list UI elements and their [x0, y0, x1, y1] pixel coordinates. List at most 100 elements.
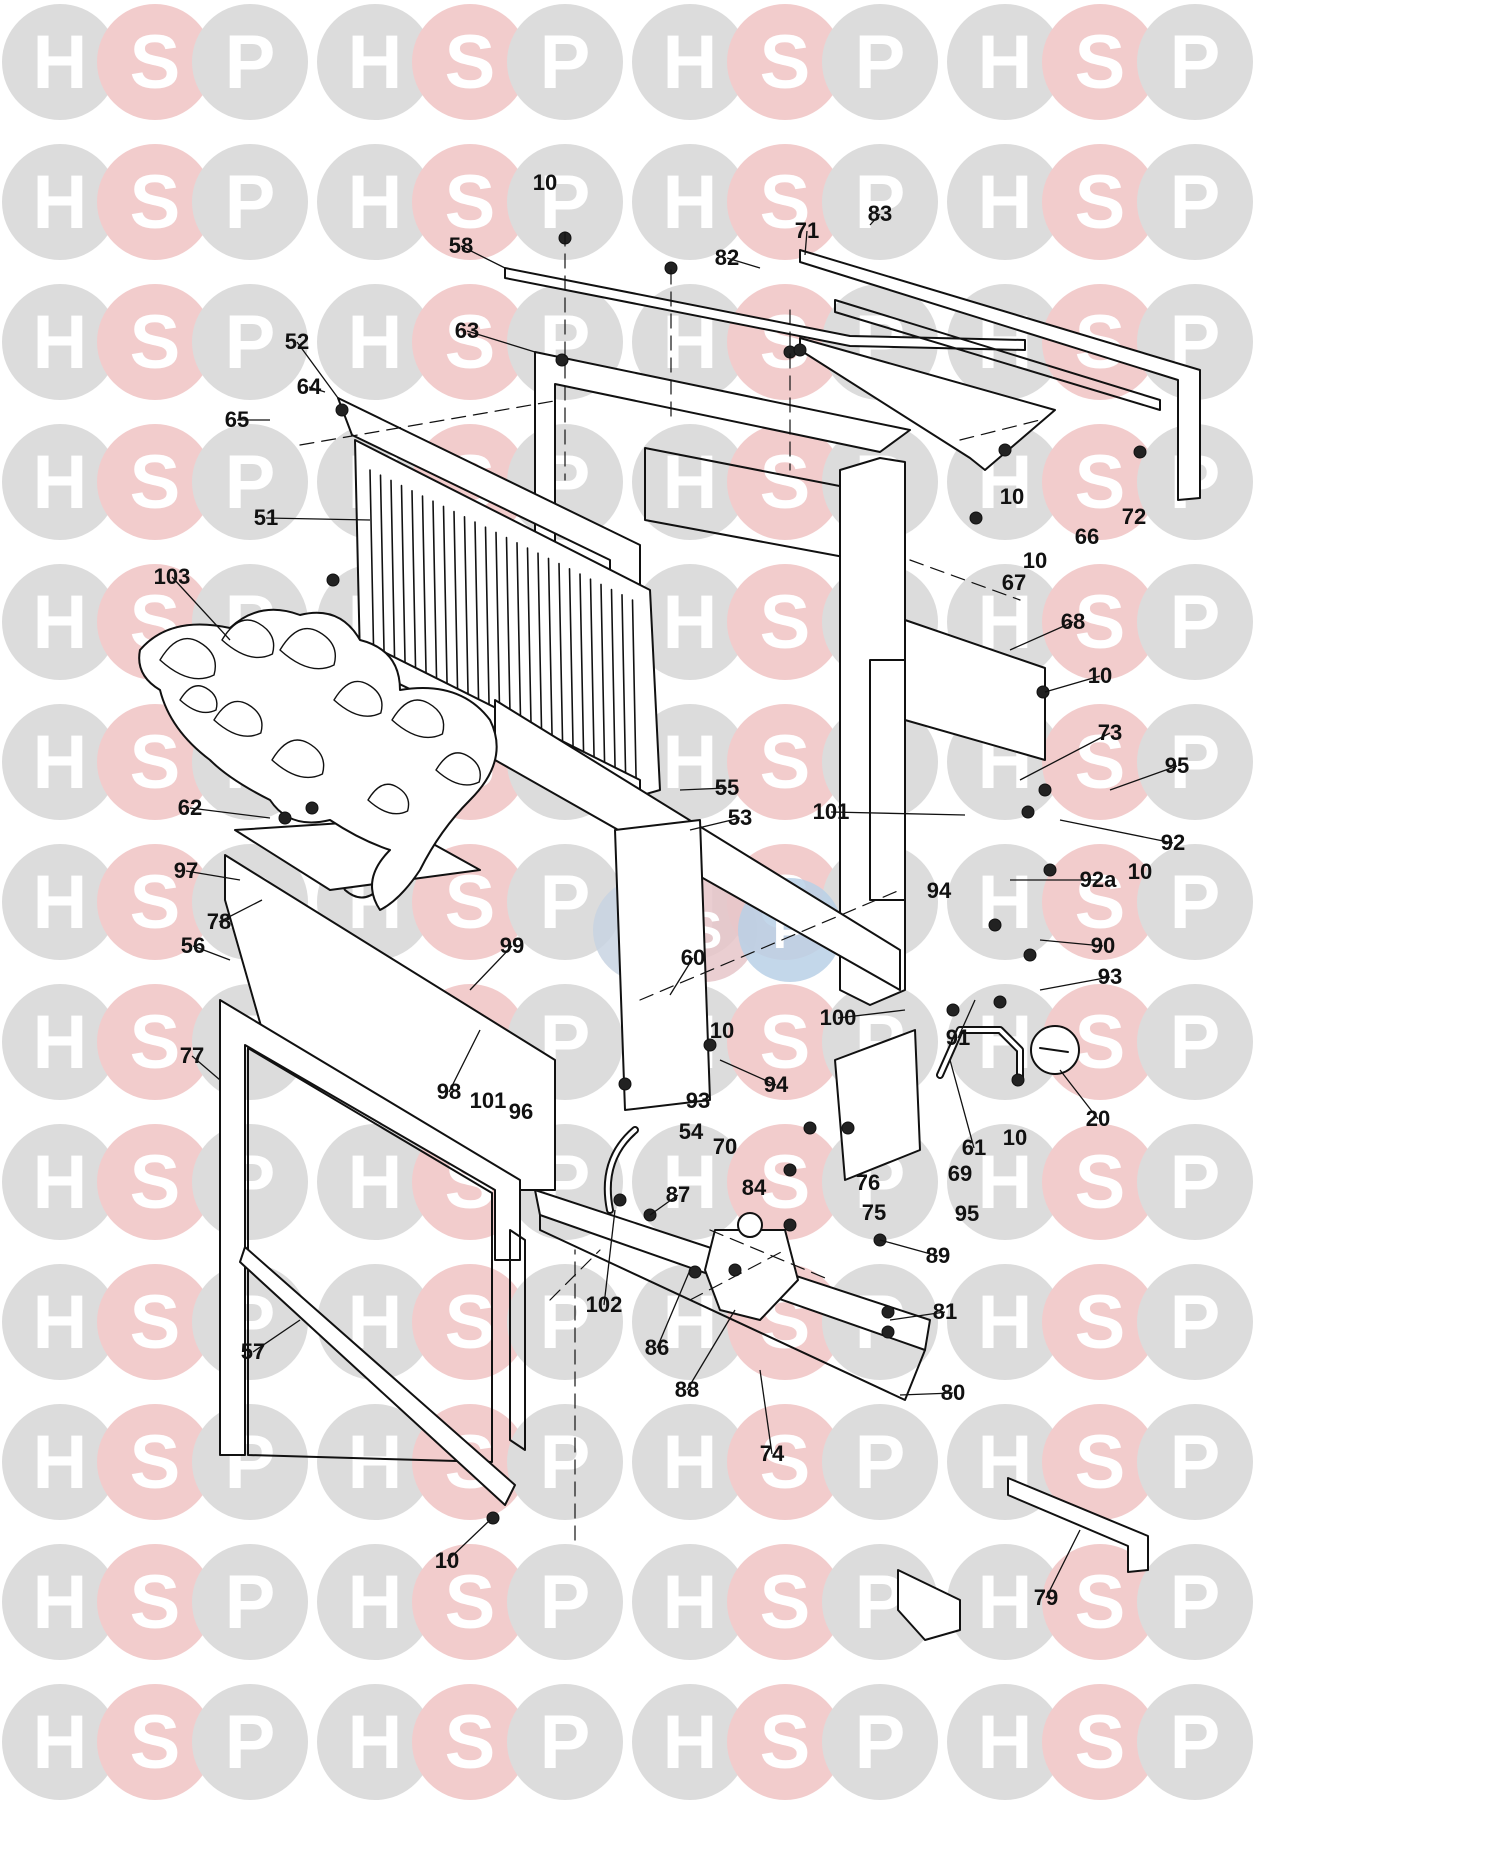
callout-label-71: 71	[794, 218, 820, 243]
leader-line-83	[869, 213, 881, 226]
watermark-circle-p	[1137, 844, 1253, 960]
fitting-screw	[1036, 685, 1050, 699]
watermark-circle-p	[507, 4, 623, 120]
watermark-circle-s	[1042, 1544, 1158, 1660]
watermark-letter-s: S	[1075, 1420, 1126, 1505]
watermark-letter-h: H	[663, 1700, 718, 1785]
watermark-letter-s: S	[1075, 1140, 1126, 1225]
watermark-circle-s	[1042, 144, 1158, 260]
callout-label-87: 87	[665, 1182, 691, 1207]
leader-line-81	[889, 1311, 946, 1321]
watermark-circle-s	[412, 284, 528, 400]
callout-label-101-b: 101	[469, 1088, 507, 1113]
coal-lump	[391, 699, 445, 739]
watermark-circle-s	[727, 1684, 843, 1800]
watermark-letter-h: H	[33, 1560, 88, 1645]
small-fittings	[278, 231, 1147, 1525]
fin-line	[379, 474, 386, 676]
watermark-circle-s	[97, 1124, 213, 1240]
watermark-letter-p: P	[540, 860, 591, 945]
fin-line	[495, 531, 501, 734]
watermark-circle-s	[1042, 984, 1158, 1100]
watermark-letter-h: H	[978, 1140, 1033, 1225]
fin-line	[621, 594, 627, 796]
leader-line-90	[1039, 939, 1104, 947]
fitting-screw	[1038, 783, 1052, 797]
watermark-circle-h	[947, 984, 1063, 1100]
watermark-circle-h	[2, 984, 118, 1100]
callout-label-69: 69	[947, 1161, 973, 1186]
watermark-letter-p: P	[540, 1700, 591, 1785]
watermark-letter-s: S	[760, 440, 811, 525]
leader-line-82	[726, 257, 761, 269]
watermark-circle-s	[1042, 844, 1158, 960]
watermark-circle-h	[2, 1404, 118, 1520]
leader-line-89	[879, 1239, 939, 1257]
watermark-letter-h: H	[663, 1420, 718, 1505]
fitting-screw	[326, 573, 340, 587]
callout-label-55: 55	[714, 775, 740, 800]
leader-line-97	[185, 870, 241, 881]
callout-label-94-b: 94	[763, 1072, 789, 1097]
watermark-circle-p	[1137, 1264, 1253, 1380]
watermark-letter-h: H	[348, 20, 403, 105]
watermark-letter-p: P	[855, 160, 906, 245]
watermark-letter-h: H	[33, 1000, 88, 1085]
fitting-screw	[618, 1077, 632, 1091]
fin-line	[631, 599, 638, 801]
leader-line-79	[1045, 1529, 1081, 1599]
watermark-circle-s	[727, 144, 843, 260]
callout-label-101-a: 101	[812, 799, 850, 824]
fitting-screw	[841, 1121, 855, 1135]
callout-label-93-a: 93	[1097, 964, 1123, 989]
watermark-letter-s: S	[1075, 860, 1126, 945]
callout-label-10-f: 10	[1002, 1125, 1028, 1150]
watermark-circle-p	[822, 1404, 938, 1520]
watermark-circle-s	[727, 424, 843, 540]
leader-line-10-c	[1044, 675, 1101, 693]
callout-label-83: 83	[867, 201, 893, 226]
watermark-letter-s: S	[130, 160, 181, 245]
coal-lump	[333, 680, 383, 717]
callout-label-60: 60	[680, 945, 706, 970]
leader-line-20	[1059, 1069, 1099, 1120]
leader-line-73	[1019, 732, 1111, 781]
leader-line-88	[686, 1309, 736, 1391]
watermark-letter-s: S	[760, 1140, 811, 1225]
watermark-letter-p: P	[1170, 1280, 1221, 1365]
callout-label-57: 57	[240, 1339, 266, 1364]
watermark-circle-s	[1042, 1264, 1158, 1380]
fin-line	[474, 521, 480, 723]
watermark-letter-s: S	[760, 1000, 811, 1085]
watermark-circle-p	[1137, 4, 1253, 120]
watermark-circle-s	[727, 1404, 843, 1520]
watermark-circle-p	[1137, 1404, 1253, 1520]
watermark-letter-s: S	[760, 720, 811, 805]
watermark-letter-p: P	[1170, 720, 1221, 805]
callout-label-10-b: 10	[1022, 548, 1048, 573]
fin-line	[369, 469, 375, 671]
watermark-letter-s: S	[130, 1280, 181, 1365]
watermark-circle-s	[727, 704, 843, 820]
watermark-circle-h	[632, 1544, 748, 1660]
watermark-circle-s	[412, 1544, 528, 1660]
watermark-letter-h: H	[978, 1000, 1033, 1085]
fitting-screw	[993, 995, 1007, 1009]
watermark-letter-h: H	[663, 580, 718, 665]
watermark-letter-p: P	[225, 300, 276, 385]
watermark-circle-h	[632, 1684, 748, 1800]
watermark-circle-p	[822, 4, 938, 120]
watermark-circle-p	[1137, 1684, 1253, 1800]
callout-label-73: 73	[1097, 720, 1123, 745]
fin-line	[600, 583, 606, 786]
watermark-letter-s: S	[760, 1700, 811, 1785]
callout-label-10-a: 10	[999, 484, 1025, 509]
part-53-bracket	[614, 819, 711, 1111]
leader-line-78	[218, 899, 263, 923]
leader-line-58	[460, 245, 506, 269]
watermark-letter-s: S	[130, 860, 181, 945]
coal-lump	[271, 739, 325, 779]
part-71-slot	[834, 299, 1161, 411]
watermark-circle-h	[317, 1124, 433, 1240]
